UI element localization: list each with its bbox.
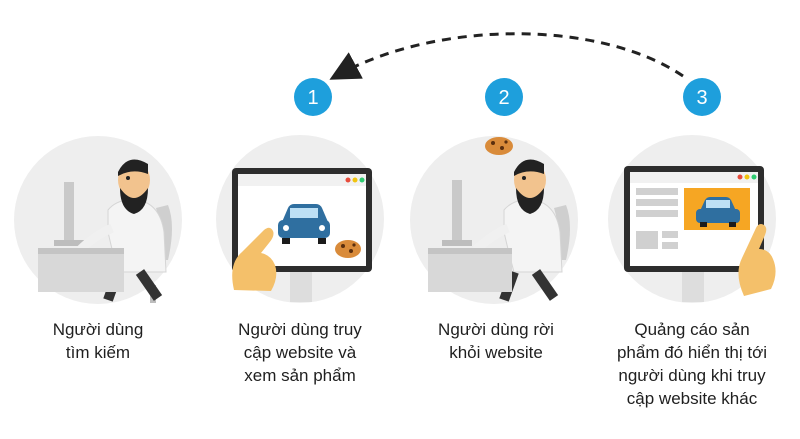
- car-icon: [278, 204, 330, 244]
- step-caption-search: Người dùng tìm kiếm: [3, 318, 193, 364]
- step-scene-visit: [216, 135, 384, 303]
- step-caption-visit: Người dùng truy cập website và xem sản p…: [205, 318, 395, 387]
- step-caption-leave: Người dùng rời khỏi website: [401, 318, 591, 364]
- caption-line: khỏi website: [449, 343, 543, 362]
- step-badge-3: 3: [683, 78, 721, 116]
- car-icon: [696, 197, 740, 227]
- return-arrow: [329, 32, 684, 80]
- caption-line: Người dùng truy: [238, 320, 362, 339]
- step-scene-ad: [608, 135, 776, 303]
- badge-number: 3: [696, 87, 707, 109]
- cookie-icon: [335, 240, 361, 258]
- cookie-icon: [485, 137, 513, 155]
- step-scene-leave: [410, 136, 578, 304]
- badge-number: 2: [498, 87, 509, 109]
- hand-icon: [738, 224, 776, 296]
- caption-line: tìm kiếm: [65, 343, 131, 362]
- hand-icon: [232, 227, 277, 291]
- caption-line: người dùng khi truy: [618, 366, 766, 385]
- caption-line: cập website và: [243, 343, 357, 362]
- caption-line: Quảng cáo sản: [634, 320, 750, 339]
- caption-line: Người dùng: [52, 320, 144, 339]
- caption-line: cập website khác: [626, 389, 758, 408]
- step-caption-ad: Quảng cáo sản phẩm đó hiển thị tới người…: [597, 318, 787, 410]
- caption-line: Người dùng rời: [438, 320, 554, 339]
- caption-line: xem sản phẩm: [244, 366, 356, 385]
- step-scene-search: [14, 136, 182, 304]
- badge-number: 1: [307, 87, 318, 109]
- caption-line: phẩm đó hiển thị tới: [616, 343, 768, 362]
- step-badge-2: 2: [485, 78, 523, 116]
- step-badge-1: 1: [294, 78, 332, 116]
